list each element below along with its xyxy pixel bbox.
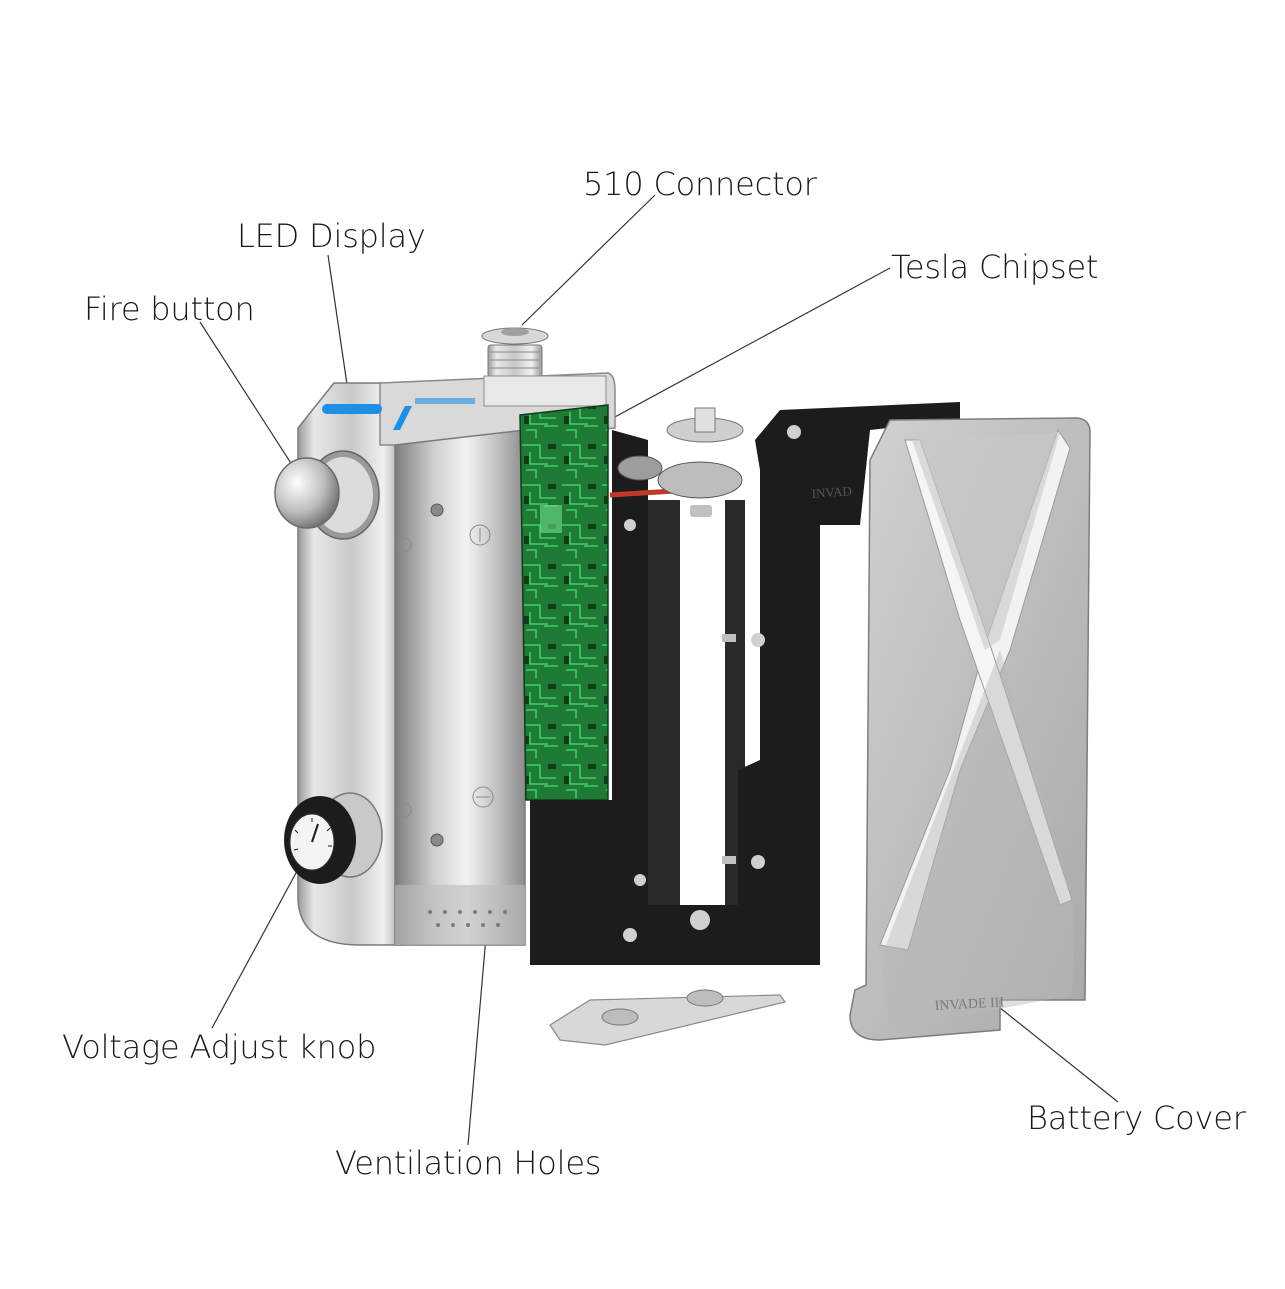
frame-engraving: INVAD	[811, 483, 852, 501]
label-led-display: LED Display	[237, 217, 426, 255]
label-voltage-adjust-knob: Voltage Adjust knob	[62, 1028, 377, 1066]
label-tesla-chipset: Tesla Chipset	[891, 248, 1099, 286]
label-fire-button: Fire button	[84, 290, 255, 328]
top-contacts	[617, 407, 744, 499]
cover-engraving: INVADE III	[934, 995, 1004, 1014]
outer-frame: INVAD	[722, 402, 960, 965]
label-battery-cover: Battery Cover	[1027, 1099, 1246, 1137]
label-510-connector: 510 Connector	[583, 165, 817, 203]
bottom-contact-plate	[549, 989, 787, 1046]
voltage-adjust-knob	[284, 792, 383, 884]
fire-button	[274, 450, 380, 540]
ventilation-holes	[428, 910, 507, 927]
label-ventilation-holes: Ventilation Holes	[335, 1144, 602, 1182]
leader-lines	[199, 194, 1119, 1146]
connector-510	[481, 327, 607, 407]
battery-cover: INVADE III	[849, 417, 1091, 1041]
led-display	[322, 398, 475, 430]
tesla-chipset-pcb	[519, 404, 609, 801]
